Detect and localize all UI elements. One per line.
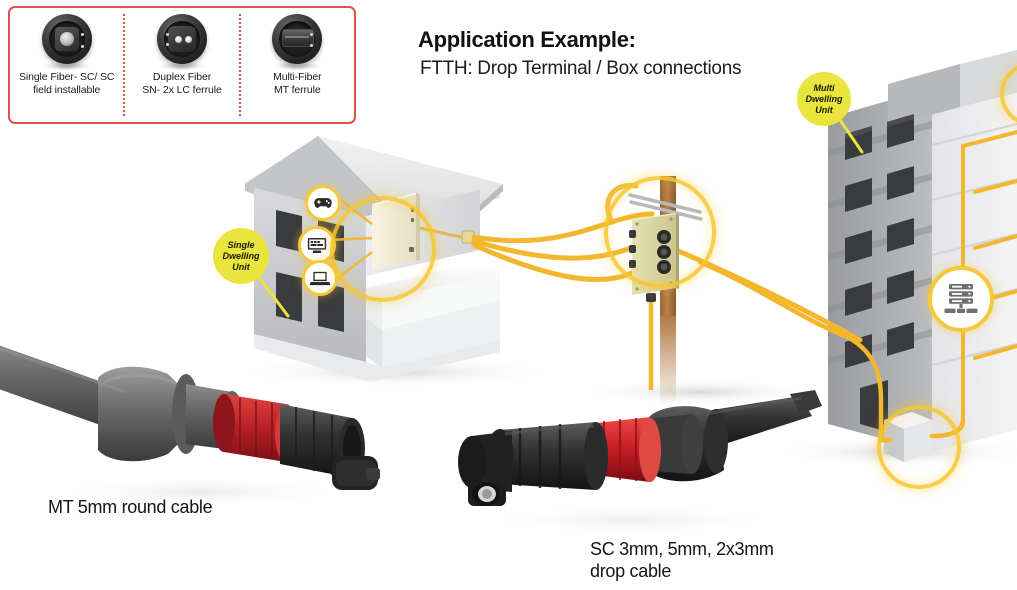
laptop-glyph (310, 271, 330, 285)
callout-multi-dwelling-unit: Multi Dwelling Unit (797, 72, 851, 126)
page-title: Application Example: (418, 27, 636, 52)
sc-connector-product (458, 390, 822, 535)
ferrule-caption: Single Fiber- SC/ SC field installable (18, 71, 115, 96)
building-entry-box-highlight-ring (877, 405, 961, 489)
drop-terminal-highlight-ring (604, 176, 716, 288)
multi-dwelling-building (697, 50, 1017, 462)
ferrule-caption: Multi-Fiber MT ferrule (273, 71, 322, 96)
ferrule-item-single-fiber: Single Fiber- SC/ SC field installable (10, 8, 123, 122)
gamepad-icon (305, 185, 341, 221)
ferrule-caption: Duplex Fiber SN- 2x LC ferrule (142, 71, 222, 96)
single-fiber-sc-ferrule-icon (39, 13, 95, 70)
server-rack-icon (928, 266, 994, 332)
page-subtitle: FTTH: Drop Terminal / Box connections (420, 58, 742, 79)
rooftop-highlight-ring (1000, 62, 1017, 126)
ferrule-divider-2 (238, 14, 241, 116)
multi-fiber-mt-ferrule-icon (269, 13, 325, 70)
sc-cable-caption: SC 3mm, 5mm, 2x3mm drop cable (590, 539, 774, 581)
ferrule-type-panel: Single Fiber- SC/ SC field installable D… (8, 6, 356, 124)
ferrule-divider-1 (123, 14, 126, 116)
ont-highlight-ring (330, 196, 436, 302)
desktop-glyph (307, 237, 327, 253)
ferrule-item-duplex-fiber: Duplex Fiber SN- 2x LC ferrule (125, 8, 238, 122)
callout-single-dwelling-unit: Single Dwelling Unit (213, 228, 269, 284)
mt-cable-caption: MT 5mm round cable (48, 497, 213, 517)
ferrule-item-multi-fiber: Multi-Fiber MT ferrule (241, 8, 354, 122)
gamepad-glyph (314, 198, 332, 208)
server-rack-glyph (944, 284, 978, 313)
duplex-fiber-sn-ferrule-icon (154, 13, 210, 70)
mt-connector-product (0, 345, 380, 508)
